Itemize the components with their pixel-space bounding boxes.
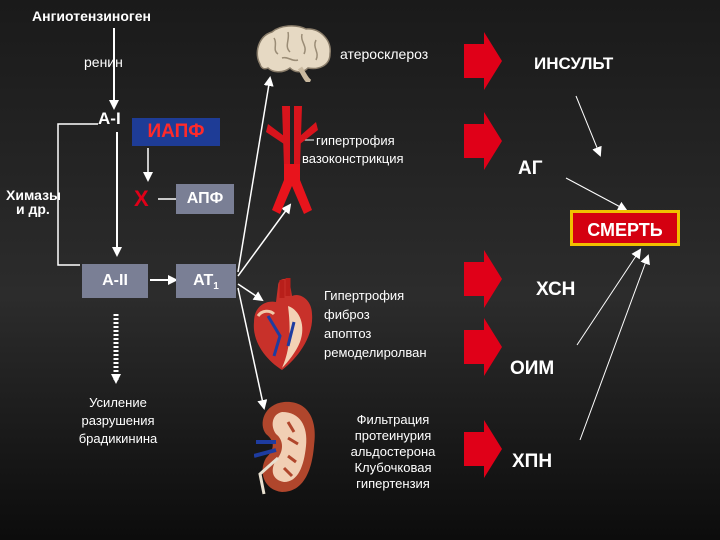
bradykinin-line-3: брадикинина <box>78 431 158 446</box>
heart-icon <box>253 278 313 370</box>
angiotensinogen-label: Ангиотензиноген <box>32 8 151 24</box>
block-x-icon: X <box>134 186 149 211</box>
at1-box: AT1 <box>176 264 236 298</box>
kidney-icon <box>254 401 315 495</box>
heart-effect-line-1: Гипертрофия <box>324 288 405 303</box>
red-arrow-kidney <box>464 420 502 478</box>
heart-effect-line-3: апоптоз <box>324 326 372 341</box>
a2-box: A-II <box>82 264 148 298</box>
brain-icon <box>256 25 331 82</box>
vessel-effect-label: гипертрофия вазоконстрикция <box>302 132 404 168</box>
at1-subscript: 1 <box>213 281 219 293</box>
chymases-line-2: и др. <box>16 201 50 217</box>
kidney-effect-line-5: гипертензия <box>356 476 430 491</box>
renin-label: ренин <box>84 54 123 70</box>
red-arrow-heart-lower <box>464 318 502 376</box>
red-arrow-heart-upper <box>464 250 502 308</box>
vessel-effect-line-2: вазоконстрикция <box>302 151 404 166</box>
bradykinin-line-1: Усиление <box>89 395 147 410</box>
mi-to-death-arrow <box>576 248 642 346</box>
outcome-ckd: ХПН <box>512 451 553 472</box>
red-arrow-vessel <box>464 112 502 170</box>
bradykinin-line-2: разрушения <box>81 413 155 428</box>
apf-box: АПФ <box>176 184 234 214</box>
kidney-effect-line-2: протеинурия <box>354 428 432 443</box>
heart-effect-line-2: фиброз <box>324 307 370 322</box>
brain-effect-label: атеросклероз <box>340 46 429 62</box>
chymase-bracket-line <box>57 123 98 266</box>
chymases-line-1: Химазы <box>6 187 61 203</box>
ag-to-death-arrow <box>565 177 628 211</box>
heart-effect-line-4: ремоделиролван <box>324 345 427 360</box>
outcome-ag: АГ <box>518 158 543 179</box>
red-arrow-brain <box>464 32 502 90</box>
stroke-to-ag-arrow <box>575 95 602 157</box>
at1-to-brain-arrow <box>237 76 274 273</box>
vessel-effect-line-1: гипертрофия <box>316 133 395 148</box>
kidney-effect-line-4: Клубочковая <box>354 460 432 475</box>
bradykinin-label: Усиление разрушения брадикинина <box>28 394 208 448</box>
a1-label: A-I <box>98 109 121 128</box>
kidney-effect-label: Фильтрация протеинурия альдостерона Клуб… <box>330 412 456 492</box>
outcome-death-box: СМЕРТЬ <box>570 210 680 246</box>
artery-icon <box>266 106 318 214</box>
outcome-chf: ХСН <box>536 279 576 300</box>
chymases-label: Химазы и др. <box>6 188 61 216</box>
kidney-effect-line-3: альдостерона <box>350 444 436 459</box>
at1-to-kidney-arrow <box>237 287 268 410</box>
iapf-box: ИАПФ <box>132 118 220 146</box>
outcome-mi: ОИМ <box>510 358 555 379</box>
at1-label: AT <box>193 272 214 289</box>
at1-to-heart-arrow <box>237 283 264 302</box>
outcome-stroke: ИНСУЛЬТ <box>534 54 614 73</box>
ckd-to-death-arrow <box>579 254 650 441</box>
kidney-effect-line-1: Фильтрация <box>356 412 430 427</box>
at1-to-vessel-arrow <box>237 203 292 277</box>
heart-effect-label: Гипертрофия фиброз апоптоз ремоделиролва… <box>324 286 427 362</box>
